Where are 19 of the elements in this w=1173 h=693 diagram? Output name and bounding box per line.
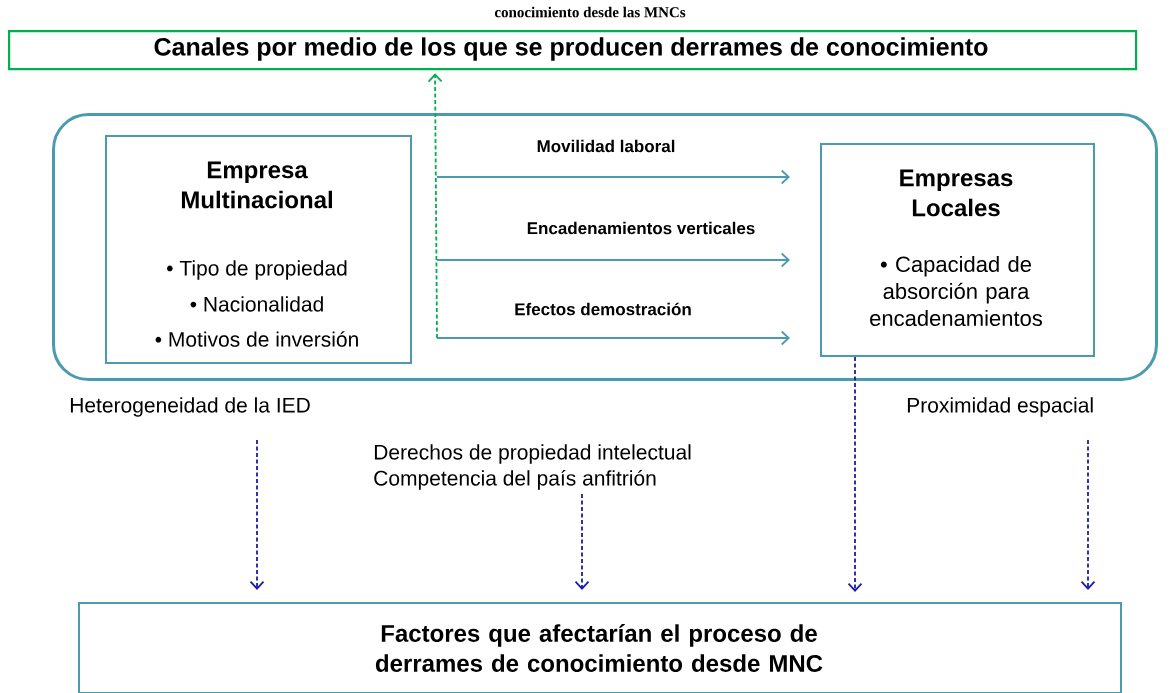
heading-box: Canales por medio de los que se producen derrames de conocimiento [8,30,1138,71]
factor-text: Heterogeneidad de la IED [70,397,310,417]
arrow [1080,439,1096,590]
arrow [574,493,590,590]
edge-label: Efectos demostración [513,301,693,317]
edge-label: Movilidad laboral [535,138,677,154]
process-box: Empresas Locales • Capacidad de absorción para encadenamientos [820,143,1095,357]
factor-text: Proximidad espacial [907,397,1093,417]
arrow [436,330,790,346]
heading-box: Factores que afectarían el proceso de derrames de conocimiento desde MNC [78,602,1122,693]
process-box: Empresa Multinacional • Tipo de propiedad • Nacionalidad • Motivos de inversión [105,135,412,364]
edge-label: Encadenamientos verticales [525,220,757,236]
arrow [436,169,790,185]
factor-text: Derechos de propiedad intelectual Competencia del país anfitrión [374,444,691,490]
arrow [847,356,863,592]
group-frame [52,113,1158,381]
arrow [427,73,443,339]
arrow [249,439,265,590]
arrow [436,252,790,268]
